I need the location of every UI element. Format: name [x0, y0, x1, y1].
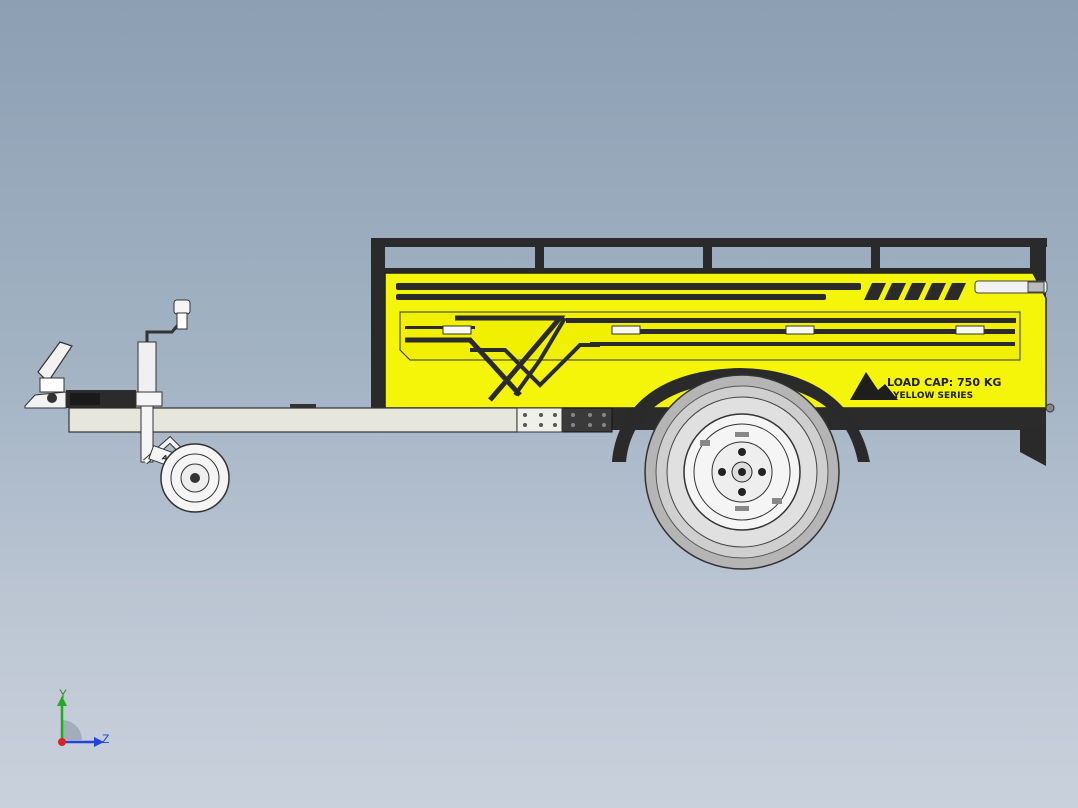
yellow-side-panel: LOAD CAP: 750 KG YELLOW SERIES	[384, 272, 1048, 409]
axis-y-label: Y	[59, 687, 68, 701]
mountain-logo-icon	[850, 372, 898, 400]
coordinate-triad-icon: Y Z	[40, 680, 130, 760]
series-label: YELLOW SERIES	[892, 391, 973, 401]
tow-coupling	[24, 341, 136, 409]
jockey-wheel-assembly: AL-KO	[135, 299, 230, 513]
side-rail-frame	[371, 238, 1047, 408]
main-wheel	[644, 374, 840, 570]
load-capacity-label: LOAD CAP: 750 KG	[887, 376, 1001, 389]
fender	[612, 363, 870, 462]
axis-z-label: Z	[102, 732, 110, 746]
